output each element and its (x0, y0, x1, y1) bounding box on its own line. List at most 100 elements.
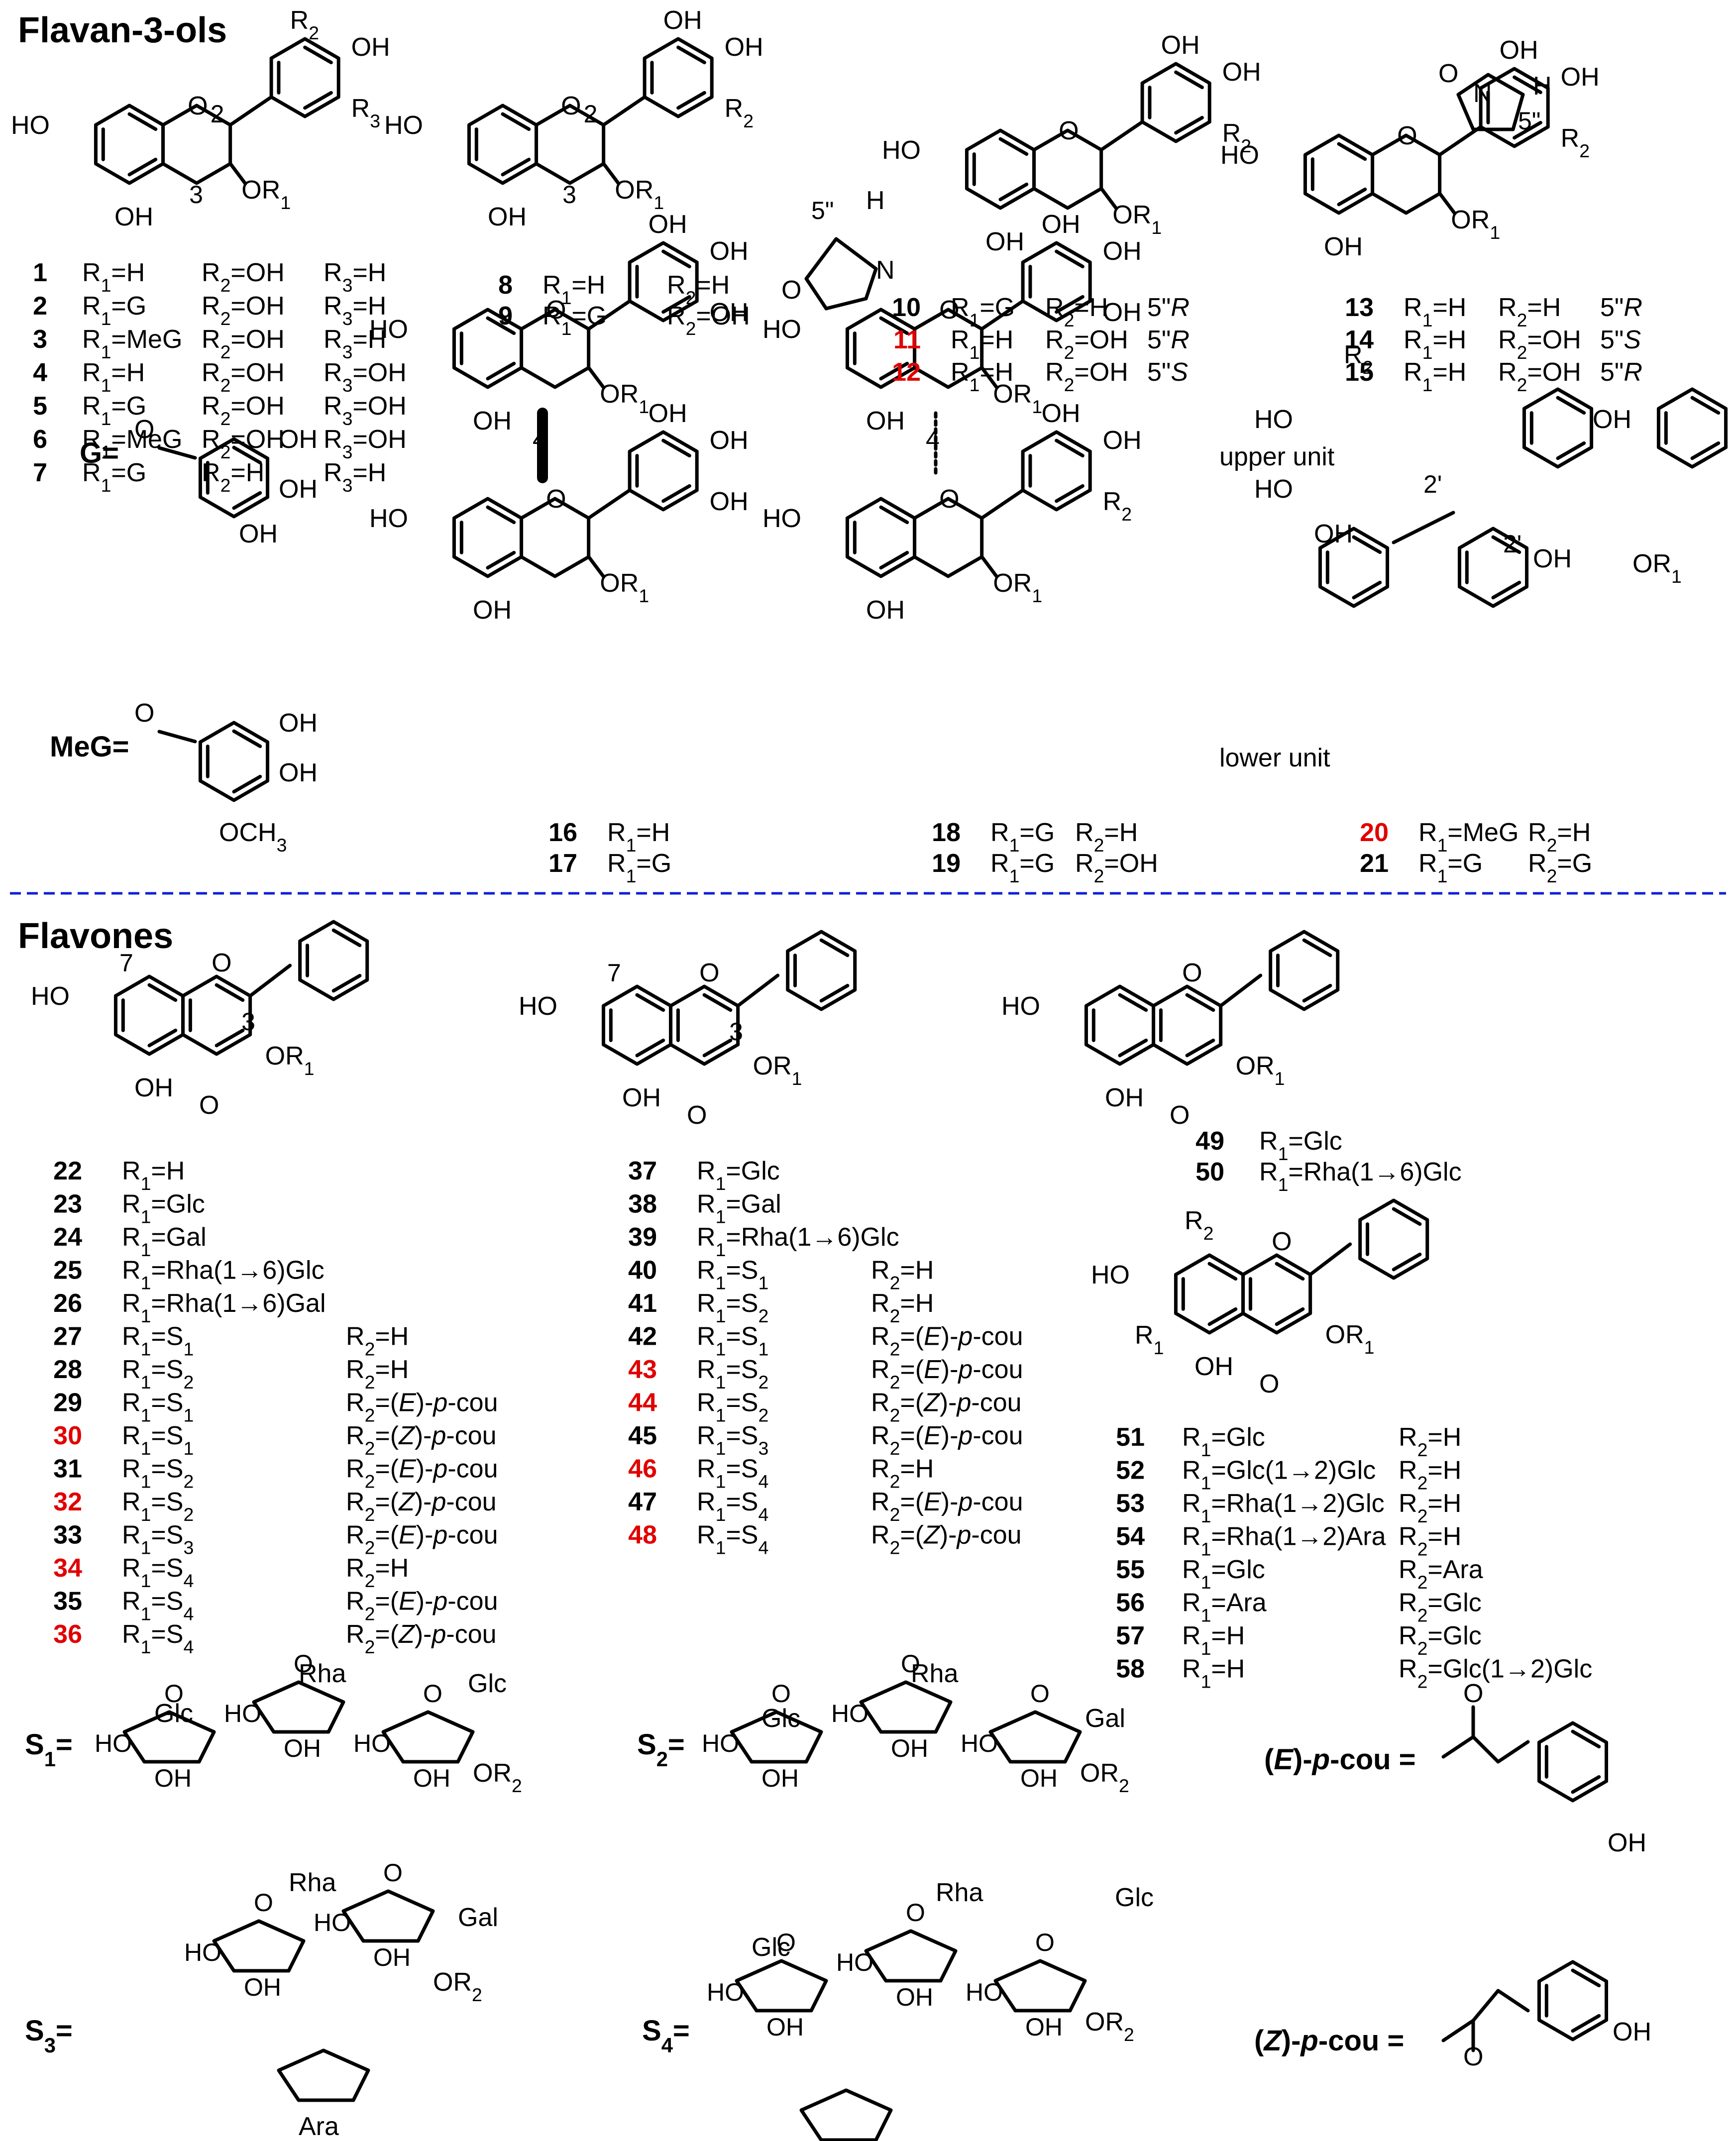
compound-c-value: R1=S4 (122, 1620, 194, 1657)
compound-d-value: R2=OH (202, 325, 285, 362)
bond (587, 366, 606, 390)
compound-d-value: R2=H (1528, 818, 1591, 856)
atom-label: OR2 (433, 1968, 482, 2005)
ring (1537, 1960, 1609, 2041)
atom-label: O (188, 92, 208, 120)
atom-label: 3 (241, 1008, 255, 1036)
atom-label: O (164, 1680, 184, 1708)
ring (181, 974, 252, 1056)
atom-label: HO (369, 315, 408, 344)
atom-label: 3 (562, 181, 576, 209)
compound-e-value: 5"S (1147, 358, 1188, 387)
atom-label: O (1463, 2042, 1483, 2071)
atom-label: HO (11, 111, 50, 140)
atom-label: R2 (1222, 119, 1251, 156)
ring (298, 920, 369, 1001)
compound-d-value: R2=Ara (1399, 1555, 1483, 1593)
atom-label: HO (1254, 475, 1293, 504)
atom-label: HO (353, 1729, 391, 1757)
compound-number: 29 (53, 1389, 82, 1417)
compound-d-value: R2=(E)-p-cou (346, 1455, 498, 1492)
bond (1690, 396, 1721, 415)
bond (676, 91, 706, 110)
compound-number: 48 (628, 1521, 657, 1550)
ring (1479, 67, 1550, 148)
atom-label: O (771, 1680, 791, 1708)
compound-number: 32 (53, 1488, 82, 1516)
ring (735, 1959, 828, 2013)
atom-label: OH (279, 709, 318, 738)
compound-number: 35 (53, 1587, 82, 1616)
atom-label: OH (710, 237, 749, 266)
compound-d-value: R2=OH (202, 292, 285, 329)
compound-d-value: R2=Glc(1→2)Glc (1399, 1655, 1592, 1692)
structure-drawings (94, 37, 1728, 2141)
atom-label: HO (762, 504, 801, 533)
bond (1308, 1242, 1352, 1277)
atom-label: Glc (154, 1699, 193, 1728)
bond (1352, 535, 1382, 554)
compound-number: 14 (1345, 325, 1374, 354)
compound-d-value: R2=G (1528, 849, 1592, 886)
compound-c-value: R1=H (1404, 293, 1466, 330)
compound-number: 15 (1345, 358, 1374, 387)
compound-number: 2 (33, 292, 47, 321)
compound-d-value: R2=H (202, 458, 264, 496)
compound-number: 47 (628, 1488, 657, 1516)
compound-d-value: R2=OH (202, 392, 285, 429)
atom-label: R2 (1103, 487, 1132, 525)
meg-substituent-label: MeG= (50, 731, 129, 763)
bond (157, 446, 197, 460)
compound-c-value: R1=G (990, 818, 1055, 856)
bond (1392, 1252, 1422, 1272)
compound-number: 21 (1360, 849, 1389, 878)
atom-label: R3 (351, 94, 380, 131)
bond (486, 316, 516, 335)
compound-number: 30 (53, 1421, 82, 1450)
compound-c-value: R1=G (607, 849, 671, 886)
compound-d-value: R2=OH (1045, 325, 1128, 363)
compound-c-value: R1=S3 (122, 1521, 194, 1558)
bond (232, 729, 262, 749)
bond (980, 555, 999, 579)
compound-c-value: R1=MeG (1418, 818, 1519, 856)
bond (879, 316, 909, 335)
atom-label: HO (1254, 405, 1293, 434)
atom-label: Glc (752, 1933, 790, 1962)
compound-number: 46 (628, 1455, 657, 1484)
compound-e-value: 5"R (1147, 325, 1190, 354)
bond (228, 162, 247, 186)
compound-d-value: R2=H (1399, 1489, 1461, 1526)
atom-label: N (876, 256, 895, 285)
atom-label: O (1259, 1370, 1279, 1398)
compound-d-value: R2=H (1399, 1423, 1461, 1460)
ring (122, 1710, 216, 1764)
compound-number: 20 (1360, 818, 1389, 847)
bond (1118, 993, 1148, 1012)
compound-number: 42 (628, 1322, 657, 1351)
atom-label: O (699, 959, 719, 987)
compound-d-value: R2=OH (202, 258, 285, 296)
atom-label: OH (710, 426, 749, 455)
compound-c-value: R1=H (82, 358, 145, 396)
atom-label: HO (961, 1729, 998, 1757)
ring (804, 237, 878, 311)
compound-number: 11 (893, 325, 921, 354)
atom-label: Rha (911, 1659, 958, 1688)
atom-label: HO (519, 992, 557, 1021)
atom-label: HO (836, 1948, 873, 1976)
atom-label: O (199, 1091, 219, 1120)
atom-label: O (901, 1650, 920, 1678)
compound-number: 5 (33, 392, 47, 421)
atom-label: HO (95, 1729, 132, 1757)
bond (635, 1038, 665, 1058)
bond (331, 928, 362, 948)
bond (1392, 511, 1455, 544)
atom-label: OH (1103, 237, 1142, 266)
ring (993, 1959, 1087, 2013)
atom-label: OH (761, 1764, 799, 1792)
